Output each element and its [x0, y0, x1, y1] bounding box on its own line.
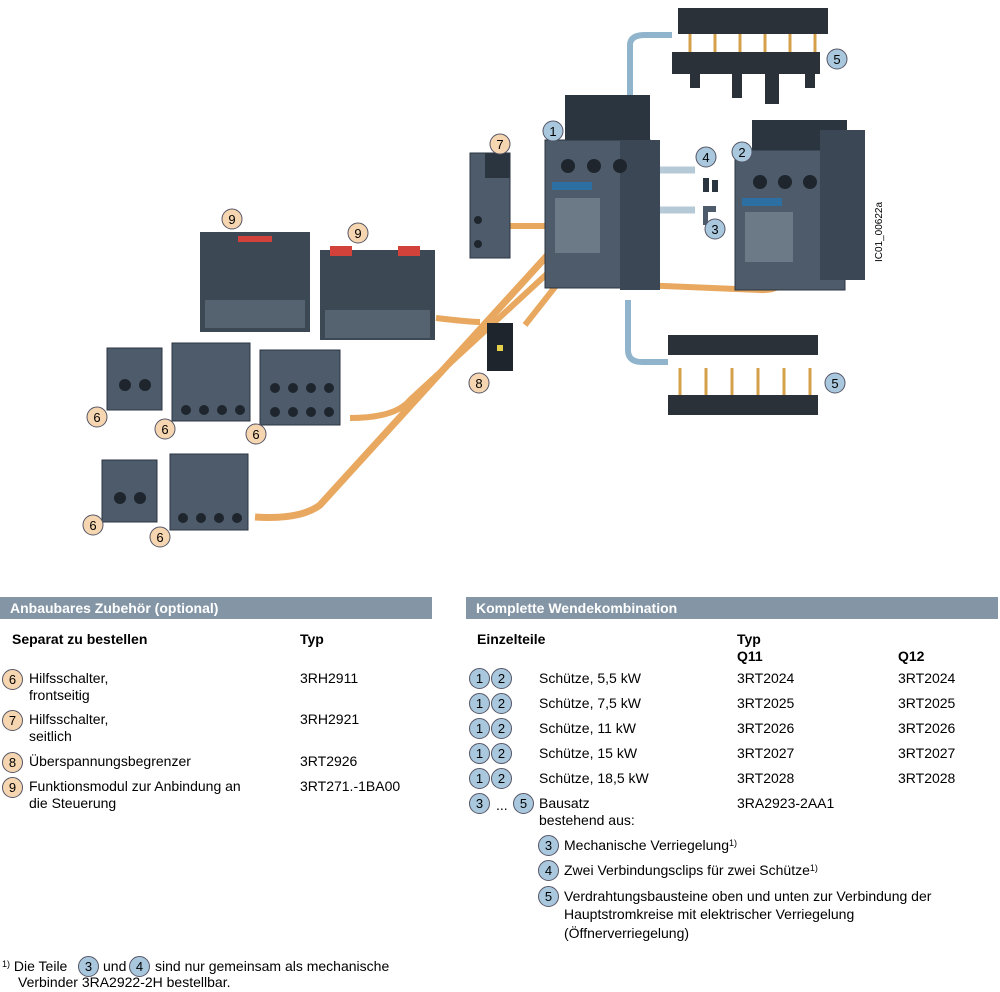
svg-text:8: 8: [475, 376, 482, 391]
svg-text:6: 6: [156, 530, 163, 545]
row-number-badge: 7: [2, 710, 23, 731]
svg-text:6: 6: [89, 518, 96, 533]
callout-7: [489, 133, 511, 155]
callout-5-top: [826, 48, 848, 70]
row-number-badge: 6: [2, 669, 23, 690]
callout-9a: [221, 208, 243, 230]
accessories-col-order: Separat zu bestellen: [12, 631, 148, 647]
svg-text:6: 6: [252, 427, 259, 442]
combination-header: Komplette Wendekombination: [466, 597, 998, 619]
combination-col-q12: Q12: [898, 648, 925, 664]
svg-text:7: 7: [496, 137, 503, 152]
svg-text:1: 1: [549, 124, 556, 139]
row-number-badge: 9: [2, 777, 23, 798]
callout-1: [542, 120, 564, 142]
svg-text:4: 4: [702, 150, 709, 165]
svg-text:5: 5: [831, 376, 838, 391]
combination-col-type: Typ: [737, 631, 761, 647]
combination-col-q11: Q11: [737, 648, 763, 664]
svg-text:2: 2: [738, 145, 745, 160]
svg-text:6: 6: [93, 410, 100, 425]
combination-col-parts: Einzelteile: [477, 631, 546, 647]
svg-text:9: 9: [354, 226, 361, 241]
callout-2: [731, 141, 753, 163]
callout-9b: [347, 222, 369, 244]
svg-text:5: 5: [833, 52, 840, 67]
callout-3: [704, 218, 726, 240]
svg-text:3: 3: [711, 222, 718, 237]
figure-ref-code: IC01_00622a: [874, 202, 885, 262]
callout-6c: [245, 423, 267, 445]
callout-6d: [82, 514, 104, 536]
row-number-badge: 8: [2, 752, 23, 773]
accessories-header: Anbaubares Zubehör (optional): [0, 597, 432, 619]
svg-text:9: 9: [228, 212, 235, 227]
callout-6a: [86, 406, 108, 428]
product-illustration: IC01_00622a 1 2: [82, 8, 885, 548]
svg-text:6: 6: [161, 422, 168, 437]
callout-6e: [149, 526, 171, 548]
callout-5-bottom: [824, 372, 846, 394]
accessories-col-type: Typ: [300, 631, 324, 647]
callout-8: [468, 372, 490, 394]
callout-6b: [154, 418, 176, 440]
callout-4: [695, 146, 717, 168]
